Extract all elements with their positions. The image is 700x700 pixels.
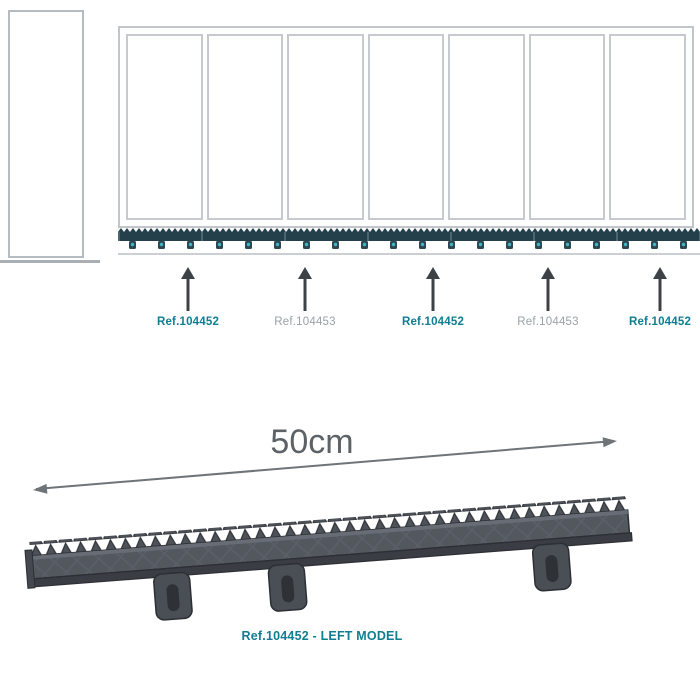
segment-ref-label: Ref.104452 (401, 316, 465, 328)
model-caption: Ref.104452 - LEFT MODEL (241, 629, 403, 643)
segment-ref-label: Ref.104453 (274, 316, 336, 328)
mounting-lug (531, 542, 572, 592)
dimension-arrow (33, 437, 617, 494)
rack-end-cap (24, 549, 36, 589)
pointer-arrow (653, 267, 667, 311)
rack-mounting-feet (118, 241, 700, 254)
gate-post-base-line (0, 260, 100, 263)
gate-post (8, 10, 84, 258)
mounting-lug (267, 562, 308, 612)
dimension-label: 50cm (270, 423, 353, 461)
segment-ref-label: Ref.104453 (517, 316, 579, 328)
segment-ref-label: Ref.104452 (628, 316, 692, 328)
gate-panel (528, 34, 606, 220)
pointer-arrow (298, 267, 312, 311)
ground-line (118, 253, 700, 255)
gate-panel (609, 34, 687, 220)
gate-panel (287, 34, 364, 220)
pointer-arrow (541, 267, 555, 311)
segment-ref-label: Ref.104452 (156, 316, 220, 328)
rack-teeth-row (118, 228, 700, 232)
mounting-lug (153, 571, 193, 621)
rack-render-teeth (29, 496, 627, 557)
rack-3d-model (24, 496, 633, 621)
gate-panel (126, 34, 203, 220)
pointer-arrow (181, 267, 195, 311)
gate-panels-frame (118, 26, 694, 228)
rack-segment-joints (118, 232, 700, 241)
rack-dimension-figure: 50cm (24, 423, 633, 621)
pointer-arrow (426, 267, 440, 311)
gate-panel (448, 34, 525, 220)
gate-panel (206, 34, 284, 220)
gear-rack-strip (118, 228, 700, 254)
gate-panel (367, 34, 445, 220)
